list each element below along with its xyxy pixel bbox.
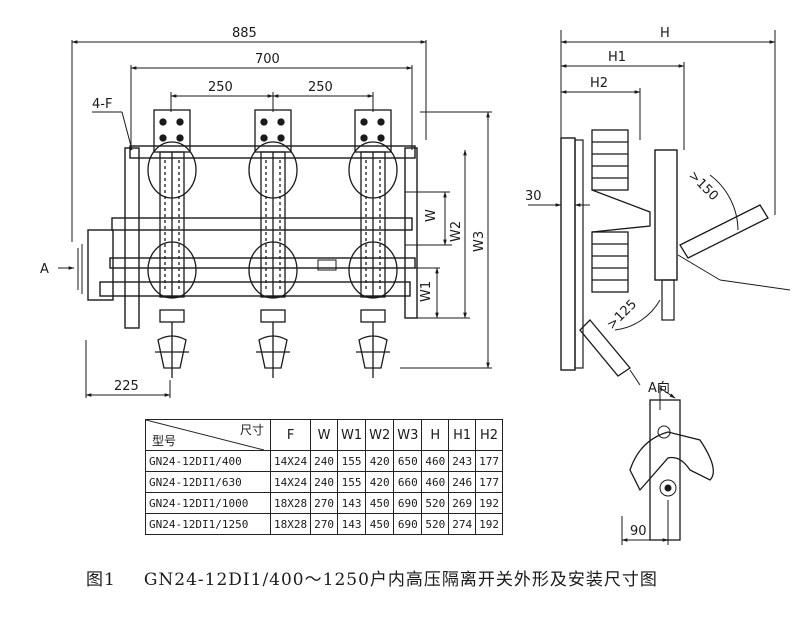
table-cell: 18X28 [269,513,312,535]
table-cell: 450 [365,492,395,514]
table-cell: 460 [421,471,450,493]
table-cell: 18X28 [269,492,312,514]
table-cell: 450 [365,513,395,535]
table-cell: 460 [421,450,450,472]
table-header: W [310,419,338,451]
dim-pole-pitch-left: 250 [208,80,233,95]
table-cell: 155 [336,450,367,472]
dim-mount-hole: 4-F [92,97,112,112]
table-header: W2 [365,419,395,451]
table-cell: 14X24 [269,450,312,472]
table-cell: 650 [393,450,423,472]
table-cell: 269 [448,492,477,514]
table-cell: 243 [448,450,477,472]
dim-view-a: 90 [630,524,647,539]
table-cell: 690 [393,492,423,514]
table-cell: 177 [475,471,503,493]
table-header: H1 [448,419,477,451]
dim-pole-pitch-right: 250 [308,80,333,95]
table-cell: 520 [421,492,450,514]
corner-size-label: 尺寸 [239,423,264,437]
table-corner-cell: 尺寸 型号 [145,419,271,451]
table-cell: 274 [448,513,477,535]
table-cell-model: GN24-12DI1/1250 [145,513,271,535]
table-cell: 420 [365,471,395,493]
view-a-label: A向 [648,380,670,396]
table-cell: 14X24 [269,471,312,493]
figure-caption: 图1 GN24-12DⅠ1/400～1250户内高压隔离开关外形及安装尺寸图 [86,565,686,590]
dim-w1: W1 [419,281,434,302]
table-cell-model: GN24-12DI1/1000 [145,492,271,514]
dim-h: H [660,26,670,41]
table-header: H2 [475,419,503,451]
table-cell: 192 [475,513,503,535]
table-cell: 155 [336,471,367,493]
table-header: H [421,419,450,451]
table-header: W3 [393,419,423,451]
view-marker-a: A [40,262,49,277]
table-row: GN24-12DI1/1000 18X28 270 143 450 690 52… [145,492,503,514]
dim-base-offset: 225 [114,379,139,394]
figure-caption-text: GN24-12DⅠ1/400～1250户内高压隔离开关外形及安装尺寸图 [143,570,658,590]
table-cell: 240 [310,450,338,472]
table-cell: 143 [336,513,367,535]
dim-h2: H2 [590,76,608,91]
table-row: GN24-12DI1/1250 18X28 270 143 450 690 52… [145,513,503,535]
table-cell: 246 [448,471,477,493]
table-cell: 192 [475,492,503,514]
table-cell: 420 [365,450,395,472]
dim-w3: W3 [472,231,487,252]
table-cell: 143 [336,492,367,514]
table-cell: 270 [310,513,338,535]
dim-overall-width: 885 [232,26,257,41]
dim-h1: H1 [608,50,626,65]
table-cell: 270 [310,492,338,514]
table-cell: 520 [421,513,450,535]
table-cell-model: GN24-12DI1/630 [145,471,271,493]
dim-angle-125: >125 [604,297,640,333]
corner-diagonal [146,420,264,450]
corner-model-label: 型号 [152,434,177,448]
table-header-row: 尺寸 型号 F W W1 W2 W3 H H1 H2 [145,419,503,451]
table-cell: 240 [310,471,338,493]
table-cell: 177 [475,450,503,472]
dim-w2: W2 [449,221,464,242]
table-header: F [269,419,312,451]
table-row: GN24-12DI1/400 14X24 240 155 420 650 460… [145,450,503,472]
dim-w: W [424,209,439,222]
dim-mount-width: 700 [255,52,280,67]
table-cell-model: GN24-12DI1/400 [145,450,271,472]
dim-angle-150: >150 [685,168,721,204]
table-row: GN24-12DI1/630 14X24 240 155 420 660 460… [145,471,503,493]
dim-side-offset: 30 [525,189,542,204]
dimension-table: 尺寸 型号 F W W1 W2 W3 H H1 H2 GN24-12DI1/40… [145,419,503,535]
figure-number: 图1 [86,570,116,590]
table-header: W1 [336,419,367,451]
table-cell: 690 [393,513,423,535]
table-cell: 660 [393,471,423,493]
